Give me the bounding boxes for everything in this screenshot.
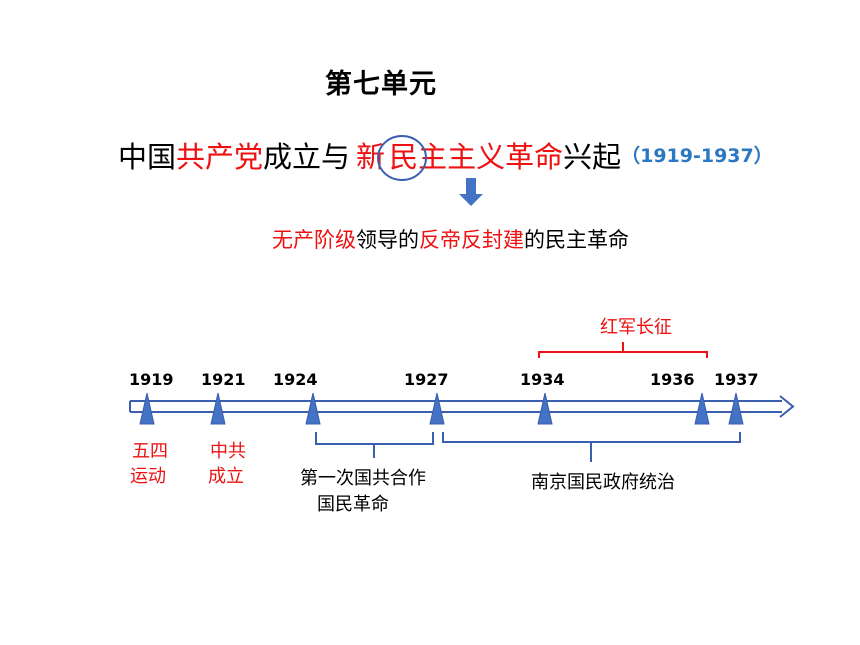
marker-1919 [139,392,155,425]
long-march-label: 红军长征 [600,317,672,338]
marker-1936 [694,392,710,425]
event-may-fourth-line1: 五四 [132,441,168,462]
main-title: 中国共产党成立与新民主主义革命兴起（1919-1937） [118,138,773,180]
event-may-fourth-line2: 运动 [130,466,166,487]
event-first-coop-line1: 第一次国共合作 [300,468,426,489]
event-nanjing: 南京国民政府统治 [531,472,675,493]
event-cpc-line2: 成立 [208,466,244,487]
subtitle-part4: 的民主革命 [524,228,629,252]
year-label-1937: 1937 [714,370,759,389]
unit-title: 第七单元 [325,69,437,100]
highlight-circle [377,135,427,181]
year-label-1919: 1919 [129,370,174,389]
marker-1937 [728,392,744,425]
year-label-1936: 1936 [650,370,695,389]
title-part3: 成立与 [263,140,351,174]
title-part5: 民主主义革命 [389,140,564,174]
title-part6: 兴起 [563,140,622,174]
first-coop-bracket [315,432,434,458]
year-label-1927: 1927 [404,370,449,389]
marker-1921 [210,392,226,425]
down-arrow-icon [459,178,483,206]
title-years: （1919-1937） [621,145,773,167]
timeline-arrow [129,395,795,418]
nanjing-bracket [442,432,741,462]
subtitle-part3: 反帝反封建 [419,228,524,252]
event-first-coop-line2: 国民革命 [317,494,389,515]
marker-1927 [429,392,445,425]
subtitle-part1: 无产阶级 [272,228,356,252]
year-label-1921: 1921 [201,370,246,389]
long-march-bracket [538,342,708,358]
event-cpc-line1: 中共 [210,441,246,462]
title-part1: 中国 [118,140,177,174]
title-part2: 共产党 [176,140,264,174]
subtitle-part2: 领导的 [356,228,419,252]
year-label-1924: 1924 [273,370,318,389]
marker-1934 [537,392,553,425]
subtitle: 无产阶级领导的反帝反封建的民主革命 [272,224,629,254]
marker-1924 [305,392,321,425]
year-label-1934: 1934 [520,370,565,389]
